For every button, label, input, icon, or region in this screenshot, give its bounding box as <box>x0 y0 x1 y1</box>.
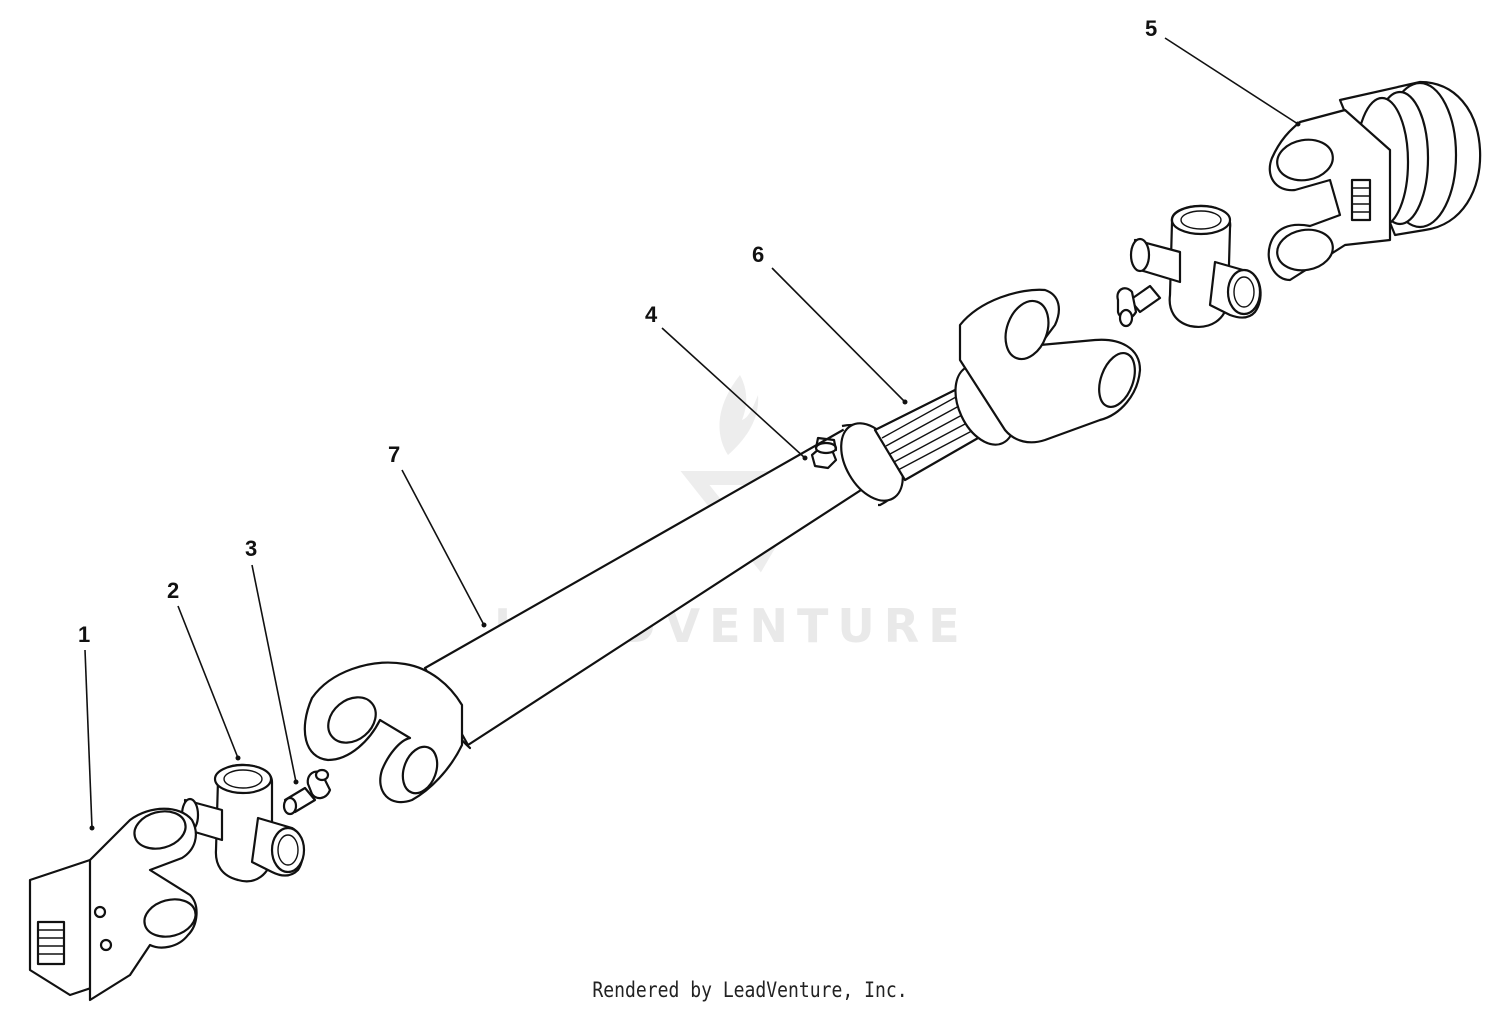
callout-5-label: 5 <box>1145 16 1157 41</box>
callout-4: 4 <box>645 302 808 461</box>
cross-bearing-right[interactable] <box>1129 204 1262 328</box>
callout-7-label: 7 <box>388 442 400 467</box>
part-4-grease-fitting[interactable] <box>810 436 838 470</box>
callout-7: 7 <box>388 442 487 628</box>
callout-2-label: 2 <box>167 578 179 603</box>
callout-1: 1 <box>78 622 95 831</box>
callout-6: 6 <box>752 242 908 405</box>
footer-credit: Rendered by LeadVenture, Inc. <box>592 978 908 1002</box>
part-3-grease-fitting[interactable] <box>282 768 332 816</box>
callout-3-label: 3 <box>245 536 257 561</box>
callout-2: 2 <box>167 578 241 761</box>
part-2-cross-bearing[interactable] <box>180 763 306 883</box>
callout-1-label: 1 <box>78 622 90 647</box>
grease-fitting-right[interactable] <box>1116 284 1162 328</box>
callout-5: 5 <box>1145 16 1301 127</box>
callout-4-label: 4 <box>645 302 658 327</box>
part-5-end-yoke[interactable] <box>1267 80 1482 282</box>
callout-3: 3 <box>245 536 299 785</box>
part-6-splined-yoke[interactable] <box>873 288 1142 482</box>
callout-6-label: 6 <box>752 242 764 267</box>
part-1-end-yoke[interactable] <box>28 806 200 1002</box>
